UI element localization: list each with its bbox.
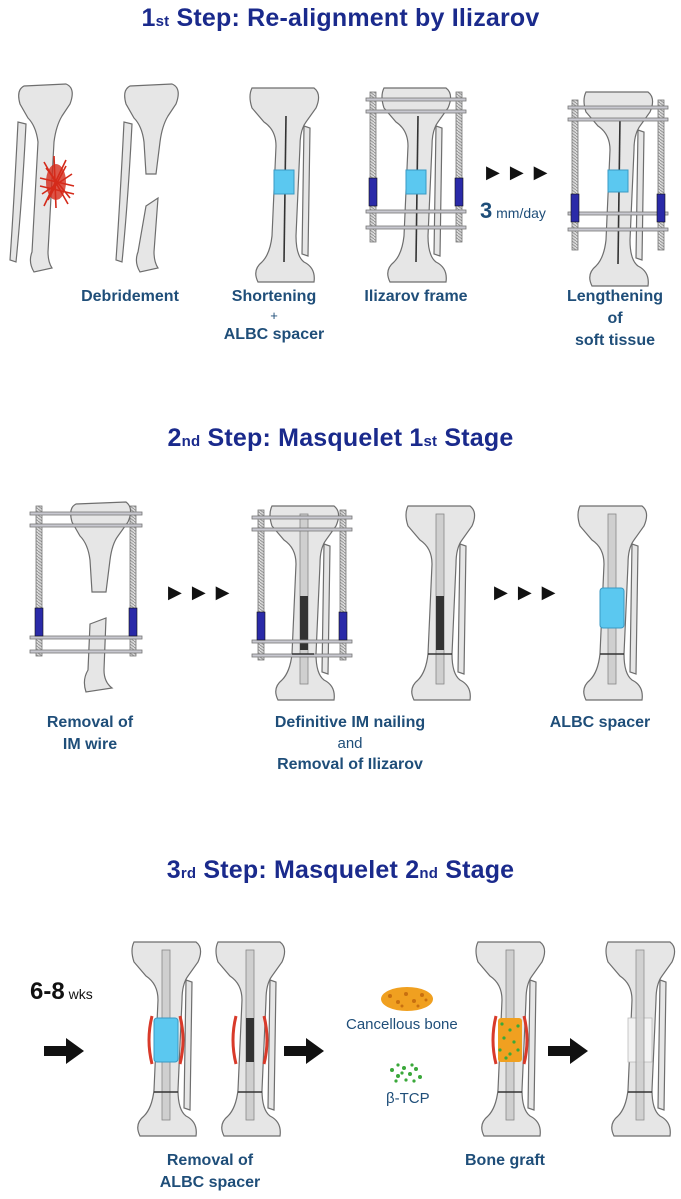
label-removal-im-wire: Removal of IM wire (46, 714, 134, 753)
label-shortening: Shortening + ALBC spacer (223, 288, 325, 343)
label-cancellous-bone: Cancellous bone (346, 1016, 458, 1033)
label-debridement: Debridement (81, 288, 179, 305)
big-arrow-2 (284, 1038, 324, 1064)
lengthening-leg-figure (567, 91, 669, 287)
step1-title: 1st Step: Re-alignment by Ilizarov (141, 4, 540, 32)
label-albc-spacer-2: ALBC spacer (549, 714, 651, 731)
albc-spacer (273, 169, 295, 195)
lengthening-rate: 3 mm/day (480, 198, 546, 223)
progression-arrows-3: ▶▶▶ (494, 582, 566, 602)
step3-title: 3rd Step: Masquelet 2nd Stage (166, 856, 515, 884)
membrane-empty-figure (215, 941, 286, 1137)
strut (368, 177, 464, 207)
bone-graft-figure (475, 941, 546, 1137)
big-arrow-1 (44, 1038, 84, 1064)
spacer-membrane-figure (131, 941, 202, 1137)
label-lengthening: Lengthening of soft tissue (567, 288, 663, 349)
label-ilizarov-frame: Ilizarov frame (364, 288, 468, 305)
healed-bone-figure (605, 941, 676, 1137)
progression-arrows-1: ▶▶▶ (486, 162, 558, 182)
wire-removal-figure (29, 501, 143, 693)
btcp-icon (390, 1063, 422, 1083)
label-definitive-nailing: Definitive IM nailing and Removal of Ili… (274, 714, 426, 773)
im-nailing-frame-figure (251, 505, 353, 701)
label-btcp: β-TCP (386, 1090, 430, 1107)
step2-title: 2nd Step: Masquelet 1st Stage (167, 424, 514, 452)
progression-arrows-2: ▶▶▶ (168, 582, 240, 602)
shortening-leg-figure (249, 87, 320, 283)
im-nail-figure (405, 505, 476, 701)
cancellous-bone-icon (381, 987, 433, 1011)
albc-spacer-figure (577, 505, 648, 701)
big-arrow-3 (548, 1038, 588, 1064)
infected-leg-figure (9, 83, 75, 273)
interval-weeks: 6-8 wks (30, 978, 93, 1005)
label-removal-albc-spacer: Removal of ALBC spacer (159, 1152, 261, 1191)
debrided-leg-figure (115, 83, 179, 273)
label-bone-graft: Bone graft (465, 1152, 545, 1169)
ilizarov-frame-figure (365, 87, 467, 283)
